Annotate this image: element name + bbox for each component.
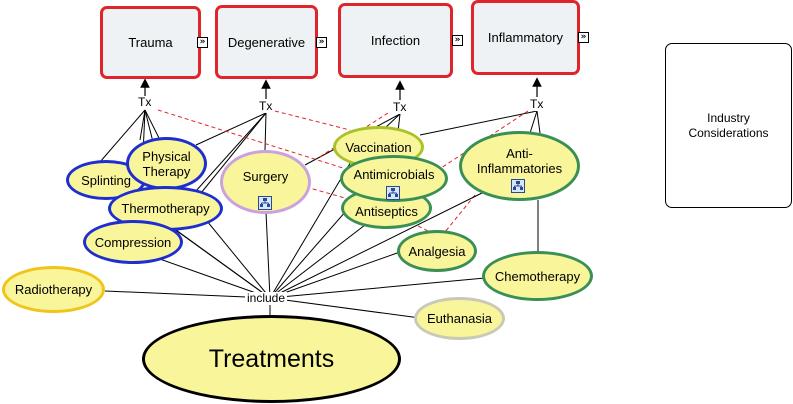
concept-splinting-label: Splinting	[81, 172, 131, 188]
concept-analgesia[interactable]: Analgesia	[397, 230, 477, 272]
submap-icon[interactable]	[511, 179, 525, 193]
concept-antimicrobials-label: Antimicrobials	[353, 167, 435, 182]
concept-chemotherapy-label: Chemotherapy	[494, 268, 581, 284]
concept-chemotherapy[interactable]: Chemotherapy	[482, 251, 593, 301]
concept-infection[interactable]: Infection	[338, 3, 453, 78]
concept-industry-considerations[interactable]: Industry Considerations	[665, 43, 792, 208]
concept-physical-therapy-label: Physical Therapy	[142, 148, 191, 179]
concept-inflammatory[interactable]: Inflammatory	[471, 0, 580, 75]
concept-treatments-label: Treatments	[208, 344, 335, 373]
concept-compression[interactable]: Compression	[83, 220, 183, 264]
concept-radiotherapy[interactable]: Radiotherapy	[2, 266, 105, 313]
expand-icon[interactable]: »	[578, 32, 589, 43]
expand-icon[interactable]: »	[316, 37, 327, 48]
concept-radiotherapy-label: Radiotherapy	[14, 282, 93, 297]
submap-icon[interactable]	[386, 186, 400, 200]
concept-degenerative[interactable]: Degenerative	[215, 5, 318, 79]
concept-physical-therapy[interactable]: Physical Therapy	[126, 137, 207, 190]
linking-phrase-include[interactable]: include	[245, 291, 288, 305]
concept-analgesia-label: Analgesia	[408, 243, 466, 259]
linking-phrase-tx[interactable]: Tx	[528, 97, 546, 111]
linking-phrase-tx[interactable]: Tx	[391, 100, 409, 114]
concept-treatments[interactable]: Treatments	[142, 315, 401, 403]
expand-icon[interactable]: »	[452, 35, 463, 46]
concept-inflammatory-label: Inflammatory	[487, 30, 564, 45]
concept-antiseptics-label: Antiseptics	[355, 203, 418, 219]
concept-trauma-label: Trauma	[128, 35, 173, 50]
linking-phrase-tx[interactable]: Tx	[136, 95, 154, 109]
concept-infection-label: Infection	[370, 33, 421, 48]
concept-surgery-label: Surgery	[242, 168, 289, 184]
tx4-links	[419, 110, 541, 252]
concept-vaccination-label: Vaccination	[345, 139, 412, 155]
dashed-links	[157, 109, 529, 234]
concept-compression-label: Compression	[94, 234, 172, 250]
concept-euthanasia-label: Euthanasia	[426, 311, 493, 326]
concept-trauma[interactable]: Trauma	[100, 6, 201, 79]
concept-thermotherapy[interactable]: Thermotherapy	[108, 186, 223, 231]
concept-thermotherapy-label: Thermotherapy	[121, 201, 210, 216]
concept-euthanasia[interactable]: Euthanasia	[414, 297, 505, 340]
submap-icon[interactable]	[258, 196, 272, 210]
linking-phrase-tx[interactable]: Tx	[257, 99, 275, 113]
expand-icon[interactable]: »	[197, 37, 208, 48]
concept-industry-label: Industry Considerations	[688, 110, 769, 140]
concept-degenerative-label: Degenerative	[227, 34, 306, 50]
concept-anti-inflammatories-label: Anti-Inflammatories	[476, 146, 563, 176]
